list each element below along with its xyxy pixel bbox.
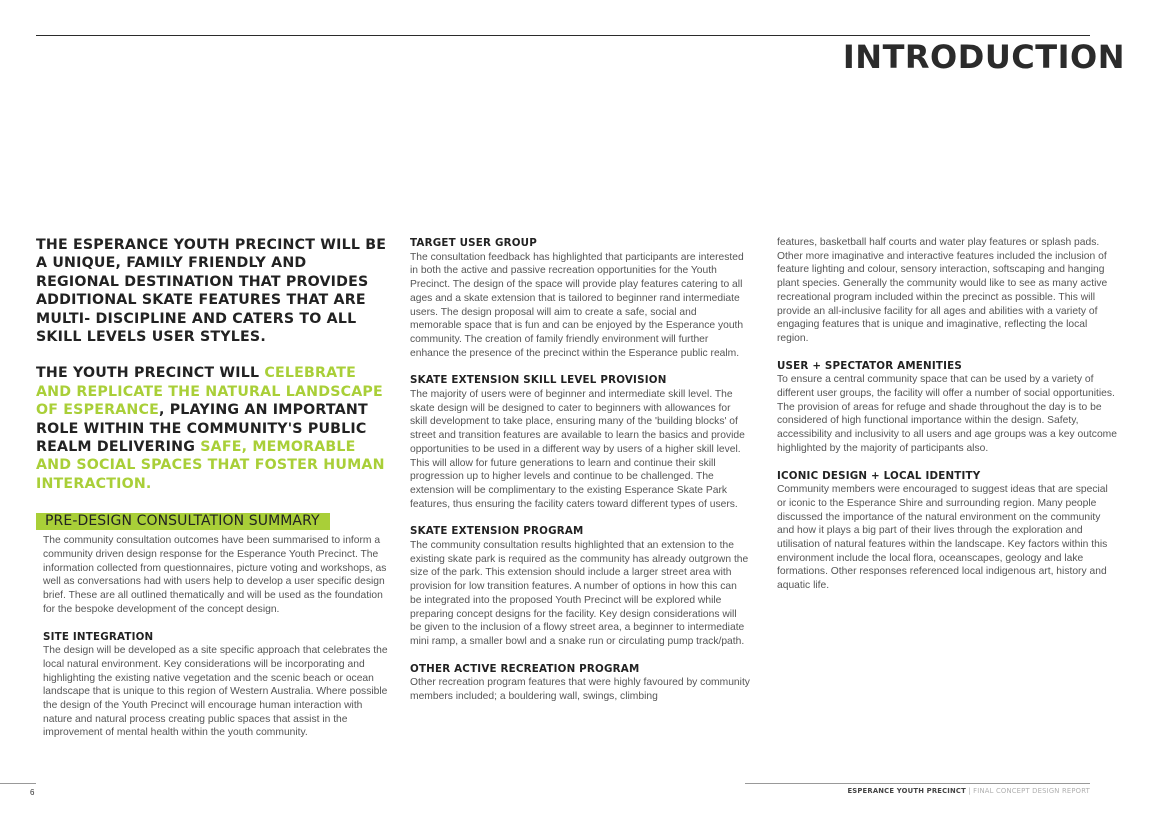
footer-report: FINAL CONCEPT DESIGN REPORT [973,787,1090,795]
lead-statement-1: THE ESPERANCE YOUTH PRECINCT WILL BE A U… [36,237,387,346]
section-body-iconic-design: Community members were encouraged to sug… [777,484,1108,592]
section-body-other-recreation: Other recreation program features that w… [410,677,750,703]
column-middle: TARGET USER GROUP The consultation feedb… [410,236,750,704]
section-body-amenities: To ensure a central community space that… [777,374,1117,454]
section-body-continued: features, basketball half courts and wat… [777,237,1108,344]
section-heading-target-user-group: TARGET USER GROUP [410,237,537,249]
section-body-skate-program: The community consultation results highl… [410,540,749,647]
column-left: THE ESPERANCE YOUTH PRECINCT WILL BE A U… [36,236,388,740]
consultation-intro: The community consultation outcomes have… [43,535,387,615]
lead-highlight: SAFE, MEMORABLE AND SOCIAL SPACES THAT F… [36,439,385,492]
lead-text: THE YOUTH PRECINCT WILL [36,365,265,382]
lead-highlight: CELEBRATE AND REPLICATE THE NATURAL LAND… [36,365,383,419]
page-title: INTRODUCTION [842,38,1125,76]
page-number: 6 [30,788,35,797]
footer-separator: | [965,787,974,795]
column-right: features, basketball half courts and wat… [777,236,1117,593]
section-banner: PRE-DESIGN CONSULTATION SUMMARY [36,513,330,531]
section-body-target-user-group: The consultation feedback has highlighte… [410,251,744,359]
section-heading-other-recreation: OTHER ACTIVE RECREATION PROGRAM [410,662,640,675]
footer-project: ESPERANCE YOUTH PRECINCT [847,787,966,795]
section-heading-amenities: USER + SPECTATOR AMENITIES [777,359,962,372]
section-heading-skill-level: SKATE EXTENSION SKILL LEVEL PROVISION [410,374,667,387]
section-body-site-integration: The design will be developed as a site s… [43,645,388,739]
lead-statement-2: THE YOUTH PRECINCT WILL CELEBRATE AND RE… [36,364,388,493]
footer-rule-right [745,783,1090,784]
lead-text: , PLAYING AN IMPORTANT ROLE WITHIN THE C… [36,402,368,456]
section-body-skill-level: The majority of users were of beginner a… [410,389,745,510]
section-heading-iconic-design: ICONIC DESIGN + LOCAL IDENTITY [777,469,981,482]
section-heading-site-integration: SITE INTEGRATION [43,630,154,643]
section-heading-skate-program: SKATE EXTENSION PROGRAM [410,525,584,538]
footer-rule-left [0,783,36,784]
footer-caption: ESPERANCE YOUTH PRECINCT | FINAL CONCEPT… [847,787,1090,795]
header-rule [36,35,1090,36]
